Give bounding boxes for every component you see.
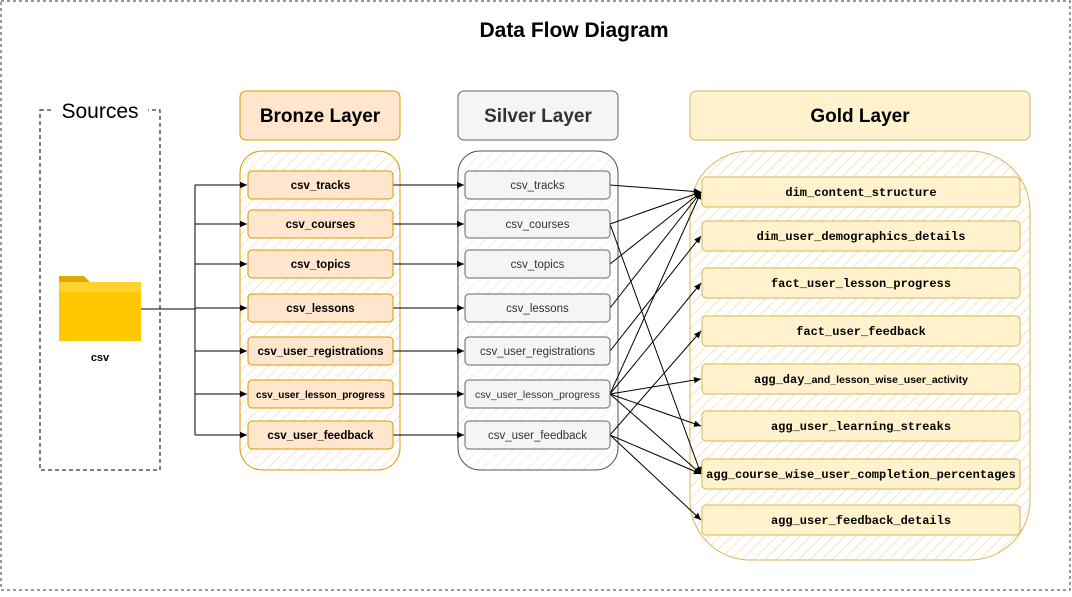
- silver-node: [464, 249, 611, 279]
- bronze-node-label: csv_tracks: [291, 180, 350, 192]
- diagram-title: Data Flow Diagram: [479, 19, 668, 42]
- silver-node-label: csv_tracks: [510, 180, 565, 192]
- gold-node-label: fact_user_feedback: [796, 325, 926, 339]
- sources-heading: Sources: [61, 100, 138, 123]
- gold-node: [701, 410, 1021, 442]
- silver-node-label: csv_topics: [511, 259, 565, 271]
- silver-node-label: csv_user_feedback: [488, 430, 587, 442]
- bronze-heading-box: [239, 90, 401, 141]
- gold-container: [689, 150, 1031, 561]
- gold-node-label: agg_course_wise_user_completion_percenta…: [706, 468, 1016, 482]
- bronze-node-label: csv_lessons: [286, 303, 354, 315]
- silver-node: [464, 293, 611, 323]
- gold-nodes: dim_content_structure dim_user_demographi…: [701, 176, 1021, 536]
- silver-to-gold-edge: [609, 393, 702, 427]
- silver-node: [464, 379, 611, 409]
- gold-node-label: fact_user_lesson_progress: [771, 277, 951, 291]
- silver-node-label: csv_courses: [506, 219, 570, 231]
- gold-node-label: dim_user_demographics_details: [757, 230, 966, 244]
- silver-to-gold-edge: [609, 191, 702, 309]
- sources-heading-bg: [52, 96, 148, 124]
- silver-to-gold-edge: [609, 330, 702, 436]
- gold-node-label: dim_content_structure: [785, 186, 936, 200]
- gold-node-label: agg_day_and_lesson_wise_user_activity: [754, 373, 968, 387]
- silver-node: [464, 420, 611, 450]
- gold-node: [701, 458, 1021, 490]
- bronze-node-label: csv_user_registrations: [258, 346, 384, 358]
- silver-to-gold-edge: [609, 393, 702, 475]
- silver-node: [464, 209, 611, 239]
- silver-heading-box: [457, 90, 619, 141]
- source-label: csv: [91, 352, 110, 364]
- silver-nodes: csv_tracks csv_courses csv_topics csv_lesso…: [464, 170, 611, 450]
- bronze-node: [247, 293, 394, 323]
- bronze-node: [247, 170, 394, 200]
- silver-to-gold-edge: [609, 376, 702, 395]
- gold-node-label: agg_user_learning_streaks: [771, 420, 951, 434]
- bronze-node: [247, 379, 394, 409]
- bronze-node-label: csv_user_lesson_progress: [256, 390, 385, 401]
- bronze-node: [247, 420, 394, 450]
- bronze-node: [247, 249, 394, 279]
- silver-to-gold-edge: [609, 223, 702, 475]
- bronze-nodes: csv_tracks csv_courses csv_topics csv_lesso…: [247, 170, 394, 450]
- silver-to-gold-edge: [609, 184, 702, 195]
- silver-to-gold-edge: [609, 191, 702, 265]
- gold-heading-box: [689, 90, 1031, 141]
- bronze-node: [247, 209, 394, 239]
- gold-node: [701, 315, 1021, 347]
- gold-node: [701, 176, 1021, 208]
- silver-node-label: csv_lessons: [506, 303, 569, 315]
- bronze-node-label: csv_user_feedback: [267, 430, 374, 442]
- silver-to-gold-edge: [609, 191, 702, 395]
- folder-icon: [59, 276, 141, 341]
- edges: [141, 181, 702, 521]
- silver-heading: Silver Layer: [484, 106, 592, 127]
- silver-to-gold-edge: [609, 282, 702, 395]
- bronze-node-label: csv_topics: [291, 259, 350, 271]
- silver-to-gold-edge: [609, 191, 702, 225]
- silver-node-label: csv_user_lesson_progress: [475, 389, 600, 401]
- gold-node: [701, 363, 1021, 395]
- silver-to-gold-edge: [609, 434, 702, 521]
- gold-node: [701, 220, 1021, 252]
- bronze-node: [247, 336, 394, 366]
- bronze-heading: Bronze Layer: [260, 106, 381, 127]
- silver-to-gold-edge: [609, 434, 702, 475]
- gold-heading: Gold Layer: [810, 106, 910, 127]
- silver-node: [464, 336, 611, 366]
- gold-node: [701, 504, 1021, 536]
- silver-node: [464, 170, 611, 200]
- silver-node-label: csv_user_registrations: [480, 346, 595, 358]
- bronze-node-label: csv_courses: [286, 219, 356, 231]
- gold-node-label: agg_user_feedback_details: [771, 514, 951, 528]
- gold-node: [701, 267, 1021, 299]
